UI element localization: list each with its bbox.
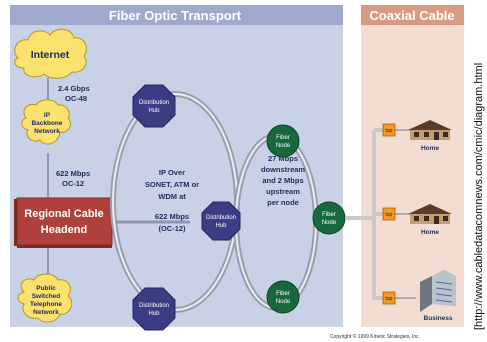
fiber-node-top-line1: Fiber <box>276 135 290 141</box>
home-1-label: Home <box>421 145 439 152</box>
pstn-cloud: Public Switched Telephone Network <box>17 273 73 323</box>
hub-mid-label-line1: Distribution <box>206 215 236 221</box>
fiber-node-top: Fiber Node <box>266 124 300 158</box>
backbone-label-line3: Network <box>34 128 60 135</box>
ip-backbone-cloud: IP Backbone Network <box>21 99 71 145</box>
coax-header-title: Coaxial Cable <box>369 8 454 23</box>
regional-cable-headend: Regional Cable Headend <box>14 197 113 248</box>
source-url: [http://www.cabledatacomnews.com/cmic/di… <box>473 63 485 330</box>
internet-link-speed: 2.4 Gbps <box>58 84 90 93</box>
pstn-label-line1: Public <box>36 285 56 292</box>
fiber-node-bottom: Fiber Node <box>266 280 300 314</box>
ring-label-line2: SONET, ATM or <box>145 180 199 189</box>
home-1-icon <box>408 120 452 140</box>
internet-link-protocol: OC-48 <box>65 94 87 103</box>
pstn-label-line2: Switched <box>32 293 61 300</box>
coax-header-bar <box>361 5 464 25</box>
hub-bottom-label-line1: Distribution <box>139 303 169 309</box>
tap-1: tap <box>382 123 396 137</box>
node-ring-label-line5: per node <box>267 198 299 207</box>
ring-transport-label: IP Over SONET, ATM or WDM at 622 Mbps (O… <box>145 168 199 233</box>
node-ring-label-line1: 27 Mbps <box>268 154 298 163</box>
copyright-notice: Copyright © 1999 Kinetic Strategies, Inc… <box>330 333 420 340</box>
distribution-hub-mid: Distribution Hub <box>201 201 241 241</box>
fiber-node-mid-line1: Fiber <box>322 212 336 218</box>
fiber-node-mid-line2: Node <box>322 220 337 226</box>
business-building-icon <box>420 270 456 312</box>
internet-cloud-label: Internet <box>31 49 70 61</box>
backbone-link-speed: 622 Mbps <box>56 169 90 178</box>
tap-3: tap <box>382 291 396 305</box>
ring-label-line1: IP Over <box>159 168 185 177</box>
backbone-label-line2: Backbone <box>31 120 62 127</box>
tap-2-label: tap <box>386 212 393 218</box>
distribution-hub-top: Distribution Hub <box>132 84 176 128</box>
hub-bottom-label-line2: Hub <box>148 311 160 317</box>
backbone-link-protocol: OC-12 <box>62 179 84 188</box>
headend-label-line2: Headend <box>41 224 87 236</box>
node-ring-label-line2: downstream <box>261 165 306 174</box>
distribution-hub-bottom: Distribution Hub <box>132 287 176 331</box>
hub-top-label-line2: Hub <box>148 108 160 114</box>
hub-top-label-line1: Distribution <box>139 100 169 106</box>
fiber-node-mid: Fiber Node <box>312 201 346 235</box>
home-2-label: Home <box>421 229 439 236</box>
fiber-node-top-line2: Node <box>276 143 291 149</box>
home-2-icon <box>408 204 452 224</box>
node-ring-label-line3: and 2 Mbps <box>262 176 303 185</box>
ring-label-line5: 622 Mbps <box>155 212 189 221</box>
internet-cloud: Internet <box>14 28 87 79</box>
ring-label-line3: WDM at <box>158 192 186 201</box>
pstn-label-line3: Telephone <box>30 301 62 308</box>
node-ring-label-line4: upstream <box>266 187 300 196</box>
tap-1-label: tap <box>386 128 393 134</box>
fiber-header-title: Fiber Optic Transport <box>109 8 242 23</box>
fiber-header-bar <box>10 5 343 25</box>
headend-label-line1: Regional Cable <box>24 208 103 220</box>
tap-3-label: tap <box>386 296 393 302</box>
pstn-label-line4: Network <box>33 309 59 316</box>
fiber-node-bottom-line2: Node <box>276 299 291 305</box>
fiber-node-bottom-line1: Fiber <box>276 291 290 297</box>
tap-2: tap <box>382 207 396 221</box>
business-label: Business <box>424 315 453 322</box>
ring-label-line6: (OC-12) <box>158 224 186 233</box>
node-ring-bandwidth-label: 27 Mbps downstream and 2 Mbps upstream p… <box>261 154 306 207</box>
backbone-label-line1: IP <box>44 112 51 119</box>
hub-mid-label-line2: Hub <box>215 223 227 229</box>
